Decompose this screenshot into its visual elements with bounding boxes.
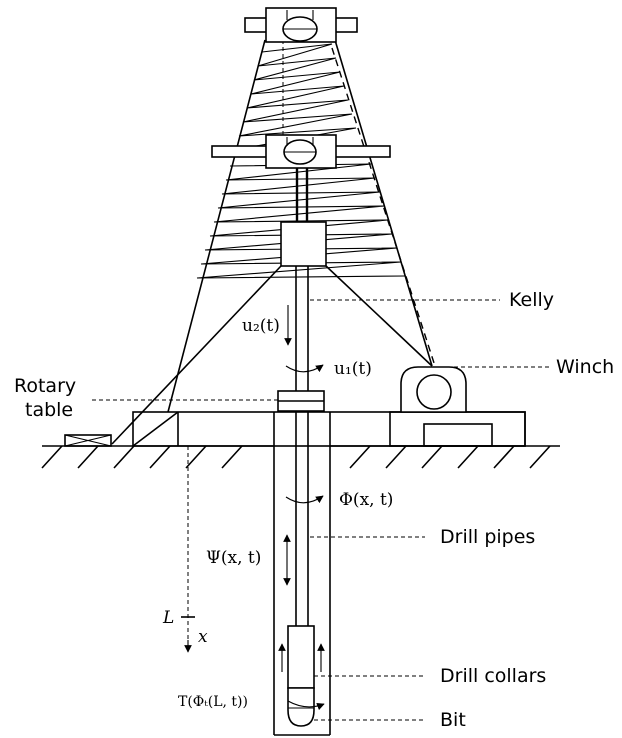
rotary-table [277, 390, 325, 412]
winch [400, 366, 467, 413]
traveling-block [211, 134, 391, 169]
borehole [273, 412, 331, 736]
crown-block [244, 7, 358, 43]
winch-label: Winch [556, 356, 614, 378]
rig-floor [132, 411, 526, 447]
drill-pipes-label: Drill pipes [440, 526, 535, 548]
u1-rotation-arrow [285, 364, 324, 373]
bit [287, 687, 315, 727]
psi-label: Ψ(x, t) [206, 548, 261, 568]
ground [41, 445, 560, 469]
torque-arrow [287, 700, 325, 711]
phi-label: Φ(x, t) [339, 490, 393, 510]
drill-pipes [295, 411, 309, 626]
drill-collars-label: Drill collars [440, 665, 546, 687]
bit-label: Bit [440, 709, 466, 731]
kelly-label: Kelly [509, 289, 554, 311]
right-stay-line [325, 265, 433, 367]
rotary-table-label-line2: table [25, 399, 73, 421]
left-stay-line [111, 265, 282, 445]
rotary-table-label-line1: Rotary [14, 375, 76, 397]
u2-label: u₂(t) [242, 316, 280, 336]
kelly [280, 168, 327, 391]
torque-label: T(Φₜ(L, t)) [178, 694, 248, 710]
phi-rotation-arrow [285, 495, 324, 504]
depth-L-label: L [162, 608, 174, 628]
drill-collars [287, 625, 315, 689]
u1-label: u₁(t) [334, 359, 372, 379]
derrick [167, 39, 436, 413]
anchor-block [64, 434, 112, 447]
depth-x-label: x [198, 627, 208, 647]
